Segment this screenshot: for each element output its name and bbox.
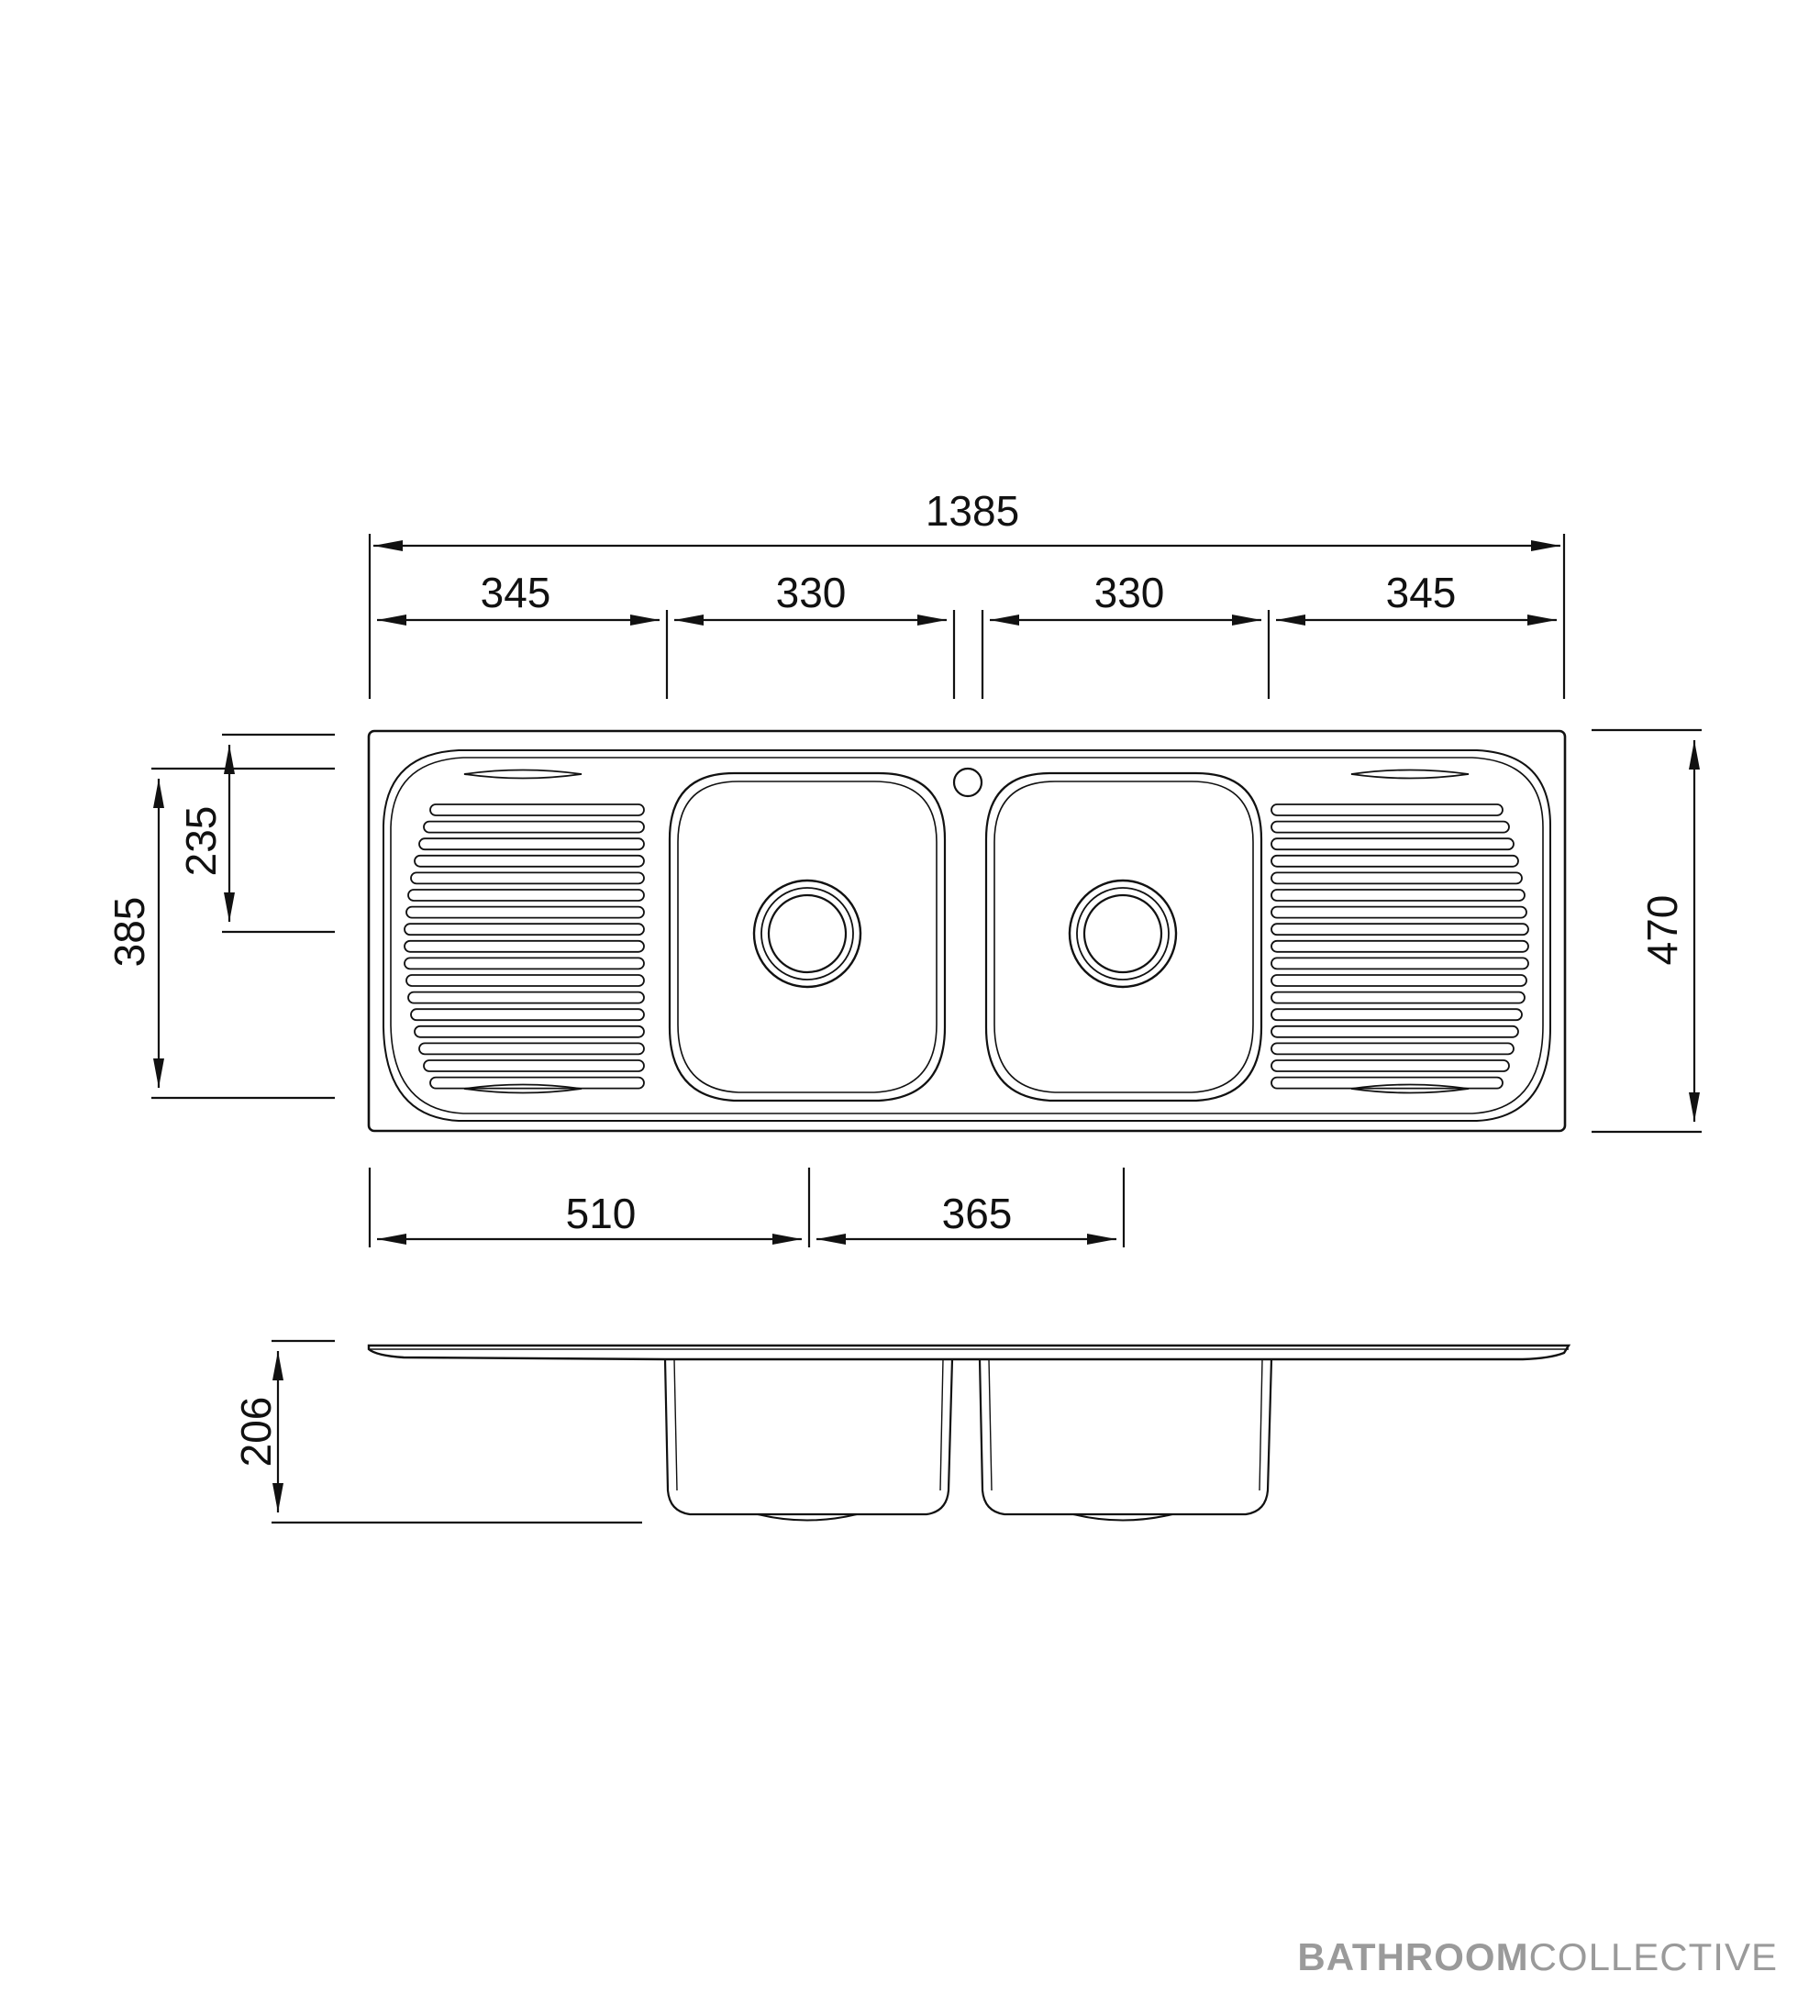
right-drainer-groove: [1271, 803, 1504, 816]
label-right-bowl: 330: [1094, 569, 1165, 616]
left-drainer-groove: [404, 939, 645, 953]
label-overall-depth: 470: [1638, 895, 1686, 966]
left-drainer-groove: [410, 1008, 645, 1022]
elevation-deck: [367, 1344, 1571, 1361]
right-waste-outer: [1068, 879, 1178, 989]
waste-dimension-labels: 510 365: [566, 1190, 1013, 1237]
sink-inner-outline: [383, 749, 1551, 1122]
left-waste-inner: [767, 893, 848, 974]
label-right-drainer: 345: [1386, 569, 1457, 616]
right-bowl-outline: [984, 771, 1263, 1102]
right-drainer-grooves: [1271, 769, 1529, 1094]
side-dimensions: [151, 728, 1702, 1134]
right-drainer-groove: [1271, 905, 1527, 919]
top-dimension-labels: 1385 345 330 330 345: [481, 487, 1457, 616]
right-drainer-groove: [1271, 1042, 1515, 1056]
waste-dimensions: [368, 1168, 1126, 1247]
label-waste-spacing: 365: [942, 1190, 1013, 1237]
right-drainer-groove: [1271, 854, 1519, 868]
left-drainer-slot-top: [463, 769, 583, 780]
label-bowl-height: 206: [232, 1397, 280, 1468]
left-drainer-groove: [404, 923, 645, 936]
left-drainer-groove: [418, 837, 645, 851]
label-waste-offset: 510: [566, 1190, 637, 1237]
left-bowl-outline: [668, 771, 947, 1102]
left-drainer-groove: [407, 889, 645, 902]
label-bowl-depth-front: 235: [177, 806, 225, 877]
sink-plan-view: [367, 729, 1567, 1133]
right-waste-inner: [1082, 893, 1163, 974]
right-drainer-groove: [1271, 1008, 1523, 1022]
left-drainer-groove: [429, 803, 645, 816]
left-drainer-groove: [414, 1025, 645, 1038]
right-drainer-groove: [1271, 1076, 1504, 1090]
elevation-left-bowl: [663, 1358, 954, 1516]
left-drainer-groove: [407, 991, 645, 1004]
right-drainer-groove: [1271, 889, 1526, 902]
left-drainer-groove: [405, 974, 645, 987]
right-drainer-groove: [1271, 820, 1510, 834]
right-drainer-groove: [1271, 974, 1527, 987]
brand-logo-light: COLLECTIVE: [1528, 1935, 1778, 1978]
brand-logo-bold: BATHROOM: [1297, 1935, 1529, 1978]
left-drainer-slot-bottom: [463, 1083, 583, 1094]
left-drainer-groove: [405, 905, 645, 919]
label-overall-width: 1385: [926, 487, 1019, 535]
right-drainer-slot-top: [1350, 769, 1470, 780]
label-bowl-length: 385: [105, 897, 153, 968]
left-drainer-groove: [418, 1042, 645, 1056]
sink-elevation-view: [367, 1344, 1571, 1522]
side-dimension-labels: 235 385 470: [105, 806, 1686, 968]
tap-hole: [952, 767, 983, 798]
sink-outer-rim: [367, 729, 1567, 1133]
brand-logo: BATHROOMCOLLECTIVE: [1297, 1935, 1778, 1979]
elevation-right-bowl: [978, 1358, 1273, 1516]
right-drainer-groove: [1271, 923, 1529, 936]
left-drainer-groove: [429, 1076, 645, 1090]
right-drainer-groove: [1271, 1025, 1519, 1038]
left-drainer-grooves: [404, 769, 645, 1094]
label-left-bowl: 330: [776, 569, 847, 616]
right-drainer-groove: [1271, 991, 1526, 1004]
left-drainer-groove: [423, 820, 645, 834]
label-left-drainer: 345: [481, 569, 551, 616]
right-drainer-groove: [1271, 957, 1529, 970]
left-drainer-groove: [423, 1059, 645, 1072]
top-dimensions: [368, 534, 1566, 699]
left-waste-outer: [752, 879, 862, 989]
right-drainer-slot-bottom: [1350, 1083, 1470, 1094]
right-drainer-groove: [1271, 871, 1523, 885]
left-drainer-groove: [414, 854, 645, 868]
right-drainer-groove: [1271, 939, 1529, 953]
left-drainer-groove: [404, 957, 645, 970]
left-drainer-groove: [410, 871, 645, 885]
right-drainer-groove: [1271, 837, 1515, 851]
right-drainer-groove: [1271, 1059, 1510, 1072]
bowl-height-dimension: [272, 1339, 642, 1524]
